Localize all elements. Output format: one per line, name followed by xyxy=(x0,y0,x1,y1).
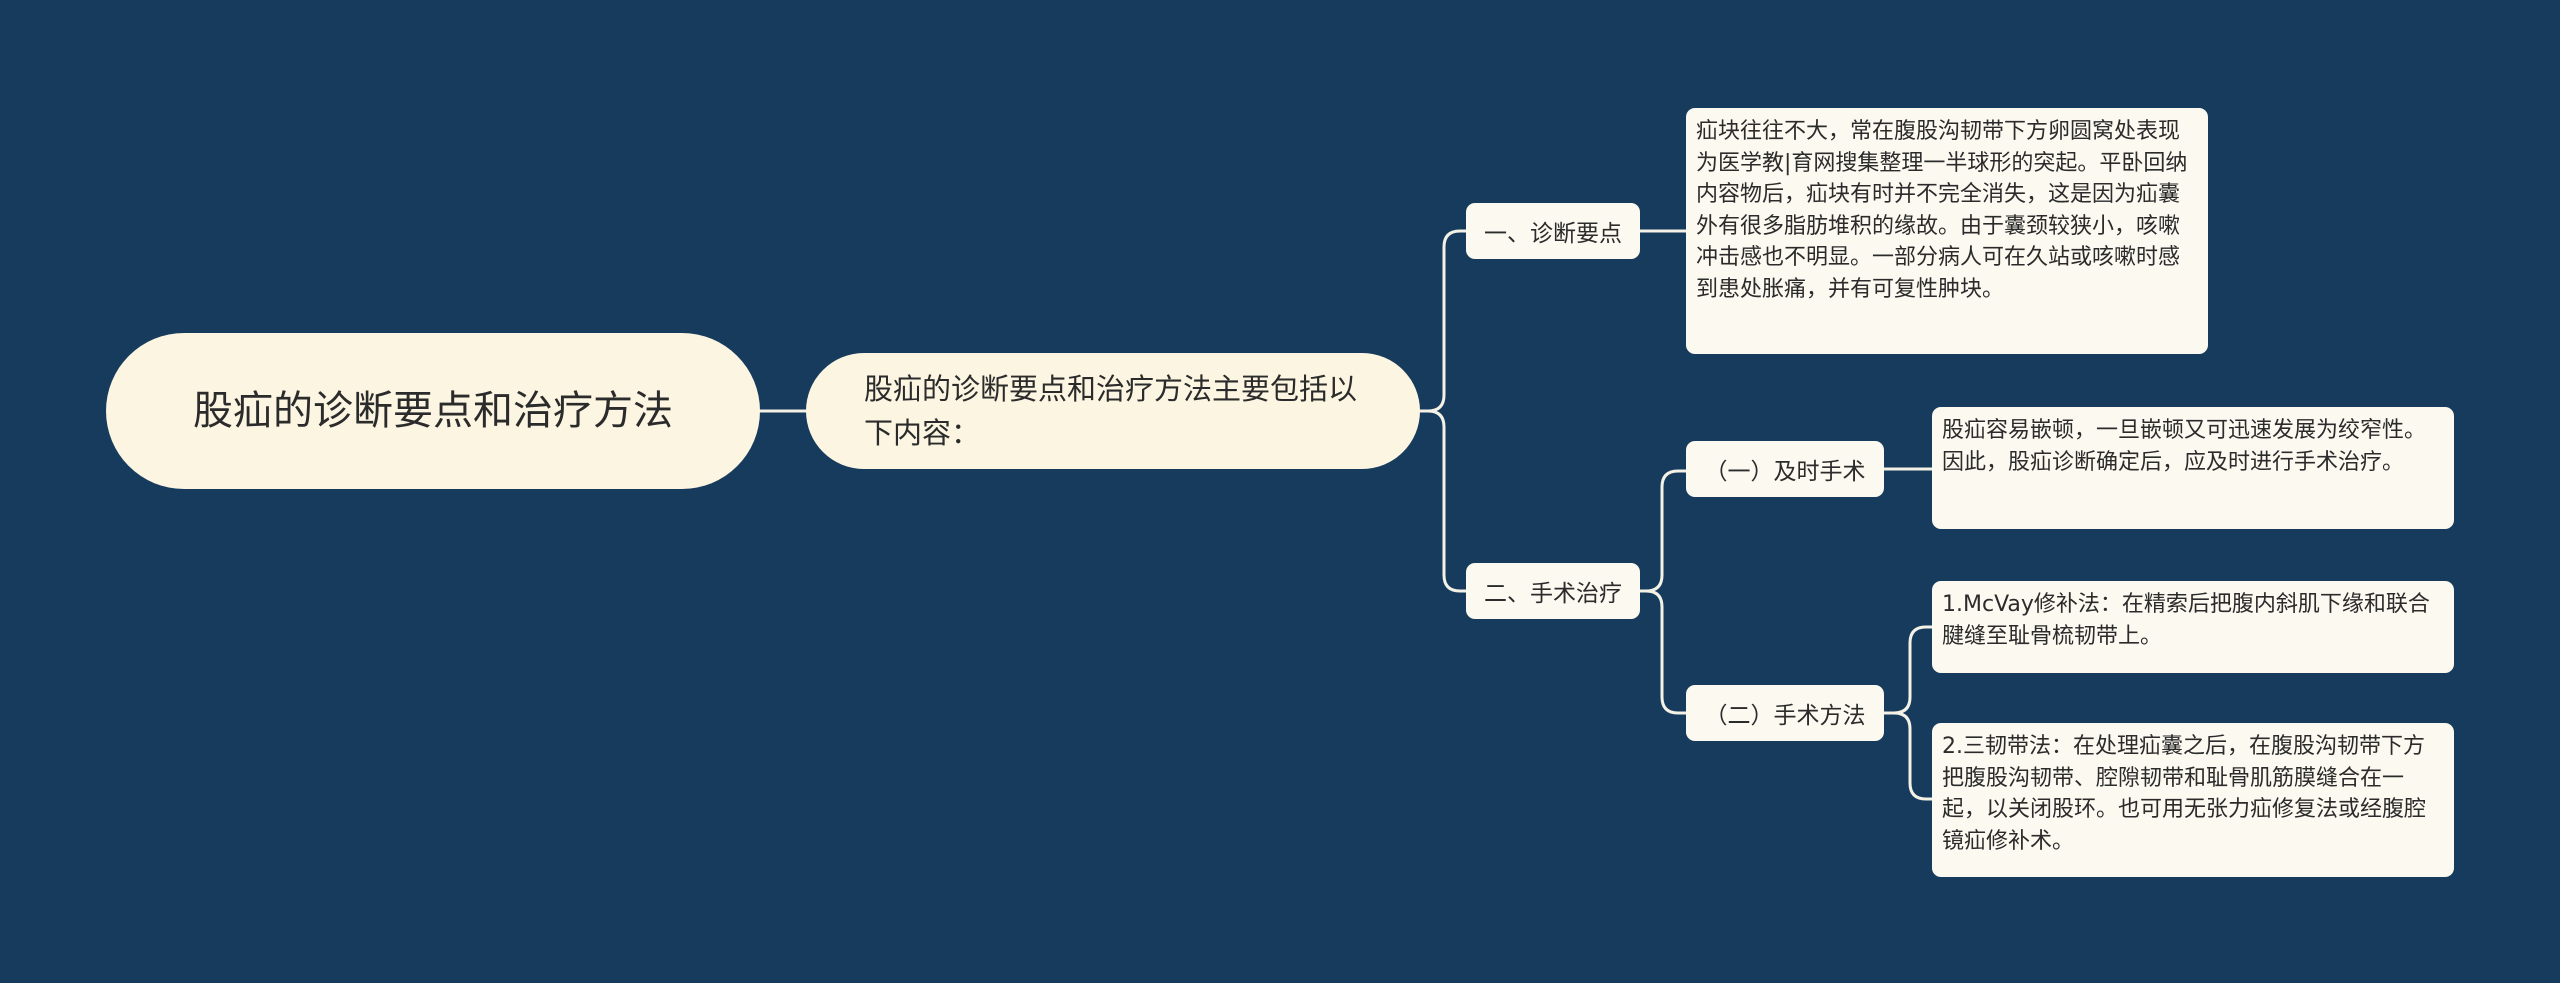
root-title: 股疝的诊断要点和治疗方法 xyxy=(193,388,673,434)
connector-surgery-timely xyxy=(1638,469,1688,593)
method-item-three-ligament[interactable]: 2.三韧带法：在处理疝囊之后，在腹股沟韧带下方把腹股沟韧带、腔隙韧带和耻骨肌筋膜… xyxy=(1932,723,2454,877)
connector-main-diagnosis xyxy=(1418,229,1468,413)
diagnosis-detail[interactable]: 疝块往往不大，常在腹股沟韧带下方卵圆窝处表现为医学教|育网搜集整理一半球形的突起… xyxy=(1686,108,2208,354)
subbranch-surgery-methods-label: （二）手术方法 xyxy=(1704,703,1866,729)
connector-methods-item2 xyxy=(1882,711,1934,801)
branch-diagnosis[interactable]: 一、诊断要点 xyxy=(1466,203,1640,259)
diagnosis-detail-text: 疝块往往不大，常在腹股沟韧带下方卵圆窝处表现为医学教|育网搜集整理一半球形的突起… xyxy=(1696,119,2188,302)
branch-diagnosis-label: 一、诊断要点 xyxy=(1484,221,1622,247)
branch-surgery-label: 二、手术治疗 xyxy=(1484,581,1622,607)
subbranch-surgery-methods[interactable]: （二）手术方法 xyxy=(1686,685,1884,741)
connector-main-surgery xyxy=(1418,409,1468,593)
main-topic[interactable]: 股疝的诊断要点和治疗方法主要包括以下内容： xyxy=(806,353,1420,469)
method-item-mcvay-text: 1.McVay修补法：在精索后把腹内斜肌下缘和联合腱缝至耻骨梳韧带上。 xyxy=(1942,592,2430,649)
subbranch-timely-surgery-label: （一）及时手术 xyxy=(1704,459,1866,485)
method-item-three-ligament-text: 2.三韧带法：在处理疝囊之后，在腹股沟韧带下方把腹股沟韧带、腔隙韧带和耻骨肌筋膜… xyxy=(1942,734,2427,854)
connector-surgery-methods xyxy=(1638,589,1688,715)
branch-surgery[interactable]: 二、手术治疗 xyxy=(1466,563,1640,619)
main-topic-text: 股疝的诊断要点和治疗方法主要包括以下内容： xyxy=(864,372,1358,450)
root-topic[interactable]: 股疝的诊断要点和治疗方法 xyxy=(106,333,760,489)
timely-surgery-detail-text: 股疝容易嵌顿，一旦嵌顿又可迅速发展为绞窄性。因此，股疝诊断确定后，应及时进行手术… xyxy=(1942,418,2427,475)
subbranch-timely-surgery[interactable]: （一）及时手术 xyxy=(1686,441,1884,497)
method-item-mcvay[interactable]: 1.McVay修补法：在精索后把腹内斜肌下缘和联合腱缝至耻骨梳韧带上。 xyxy=(1932,581,2454,673)
timely-surgery-detail[interactable]: 股疝容易嵌顿，一旦嵌顿又可迅速发展为绞窄性。因此，股疝诊断确定后，应及时进行手术… xyxy=(1932,407,2454,529)
connector-methods-item1 xyxy=(1882,625,1934,715)
